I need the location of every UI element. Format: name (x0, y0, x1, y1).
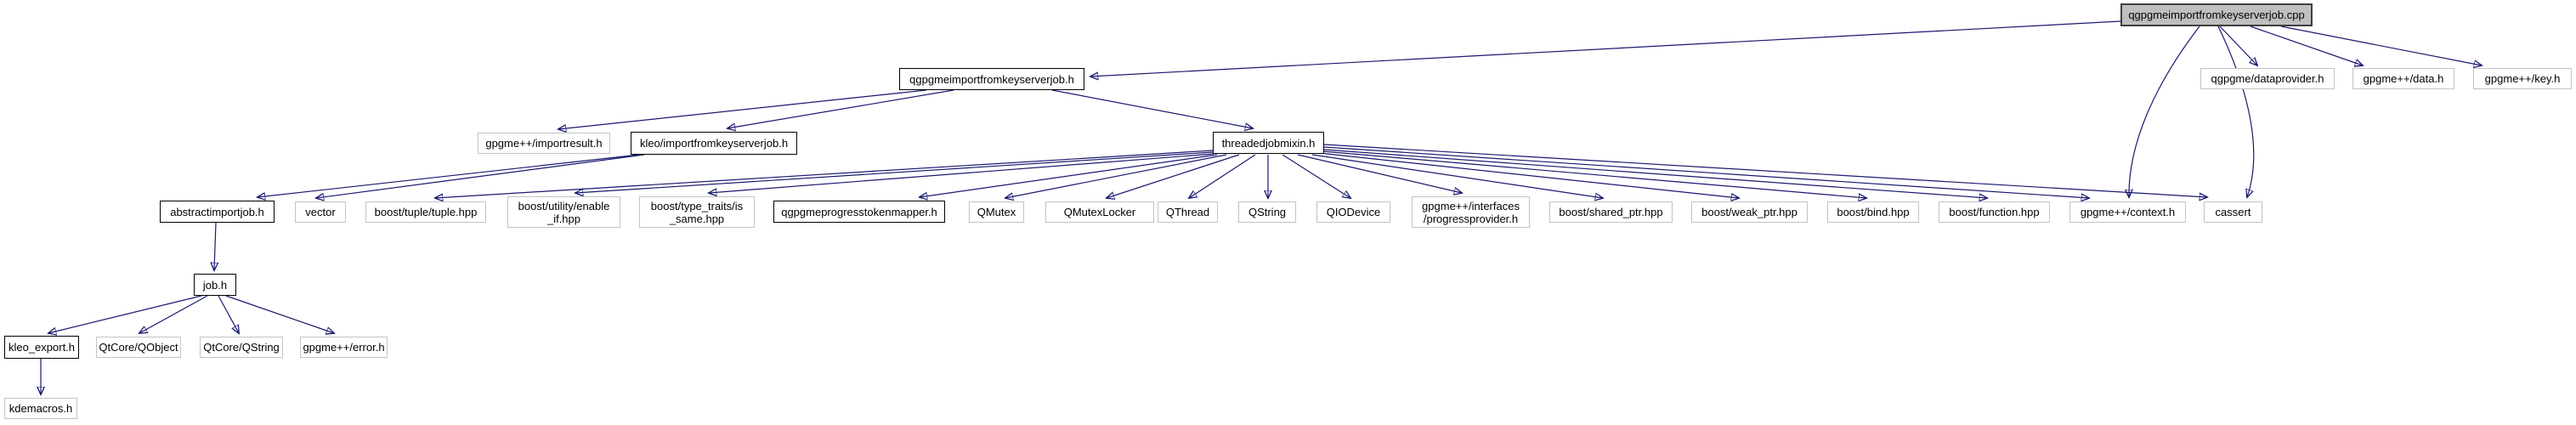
node-qmutexlocker: QMutexLocker (1045, 201, 1154, 223)
edge-threadedjobmixin-shared_ptr (1311, 154, 1603, 198)
edge-root-qimport_h (1090, 20, 2121, 76)
edge-threadedjobmixin-tuple (435, 150, 1214, 198)
edge-root-data_h (2250, 26, 2363, 65)
edge-job_h-error_h (225, 295, 334, 333)
node-gpgme-progressprovider-h: gpgme++/interfaces /progressprovider.h (1412, 196, 1530, 228)
edge-qimport_h-importresult (558, 89, 927, 129)
node-boost-function-hpp: boost/function.hpp (1939, 201, 2050, 223)
edge-threadedjobmixin-qthread (1189, 154, 1256, 198)
edge-threadedjobmixin-qmutexlocker (1107, 154, 1240, 198)
node-qthread: QThread (1158, 201, 1218, 223)
node-qmutex: QMutex (969, 201, 1024, 223)
node-cassert: cassert (2204, 201, 2262, 223)
node-vector: vector (295, 201, 346, 223)
edge-threadedjobmixin-qmutex (1005, 154, 1227, 198)
edge-threadedjobmixin-is_same (709, 153, 1214, 193)
edge-root-context (2129, 26, 2200, 197)
edge-threadedjobmixin-cassert (1323, 144, 2207, 197)
edge-threadedjobmixin-qprogress (920, 154, 1218, 197)
node-boost-shared-ptr-hpp: boost/shared_ptr.hpp (1549, 201, 1673, 223)
edge-qimport_h-kleo_import (728, 89, 954, 128)
edge-abstractimportjob-job_h (214, 222, 216, 270)
node-qgpgmeimportfromkeyserverjob-h[interactable]: qgpgmeimportfromkeyserverjob.h (899, 68, 1084, 90)
edge-threadedjobmixin-progressprovider (1297, 154, 1462, 193)
node-kdemacros-h: kdemacros.h (4, 398, 77, 419)
node-gpgme-error-h: gpgme++/error.h (300, 337, 388, 358)
node-gpgme-importresult-h: gpgme++/importresult.h (478, 133, 610, 154)
edge-job_h-qobject (139, 295, 208, 333)
node-abstractimportjob-h[interactable]: abstractimportjob.h (160, 201, 275, 223)
edge-root-dataprovider (2219, 26, 2257, 65)
node-boost-bind-hpp: boost/bind.hpp (1827, 201, 1919, 223)
edge-threadedjobmixin-qiodevice (1282, 154, 1350, 198)
node-qgpgmeprogresstokenmapper-h[interactable]: qgpgmeprogresstokenmapper.h (773, 201, 945, 223)
edge-kleo_import-abstractimportjob (258, 154, 640, 197)
node-boost-is-same-hpp: boost/type_traits/is _same.hpp (639, 196, 755, 228)
edge-kleo_import-vector (316, 154, 645, 198)
node-boost-tuple-hpp: boost/tuple/tuple.hpp (365, 201, 486, 223)
node-qiodevice: QIODevice (1316, 201, 1390, 223)
edge-job_h-kleo_export (48, 295, 202, 333)
node-gpgme-key-h: gpgme++/key.h (2473, 68, 2572, 89)
node-boost-enable-if-hpp: boost/utility/enable _if.hpp (507, 196, 620, 228)
node-gpgme-context-h: gpgme++/context.h (2069, 201, 2186, 223)
node-kleo-importfromkeyserverjob-h[interactable]: kleo/importfromkeyserverjob.h (631, 132, 797, 155)
node-kleo-export-h[interactable]: kleo_export.h (4, 336, 79, 359)
node-qgpgmeimportfromkeyserverjob-cpp: qgpgmeimportfromkeyserverjob.cpp (2120, 3, 2313, 26)
edge-root-cassert (2217, 26, 2255, 197)
node-qstring: QString (1238, 201, 1296, 223)
edge-threadedjobmixin-context (1323, 146, 2089, 198)
node-threadedjobmixin-h[interactable]: threadedjobmixin.h (1213, 132, 1324, 154)
node-qtcore-qobject: QtCore/QObject (96, 337, 181, 358)
edge-threadedjobmixin-bind (1322, 150, 1866, 198)
edge-qimport_h-threadedjobmixin (1051, 89, 1253, 128)
node-qtcore-qstring: QtCore/QString (200, 337, 283, 358)
edge-threadedjobmixin-enable_if (575, 151, 1214, 193)
edge-root-key_h (2280, 26, 2482, 65)
node-boost-weak-ptr-hpp: boost/weak_ptr.hpp (1691, 201, 1808, 223)
edge-threadedjobmixin-function (1323, 149, 1987, 198)
node-gpgme-data-h: gpgme++/data.h (2352, 68, 2454, 89)
node-qgpgme-dataprovider-h: qgpgme/dataprovider.h (2200, 68, 2335, 89)
edge-threadedjobmixin-weak_ptr (1318, 152, 1739, 198)
node-job-h[interactable]: job.h (194, 274, 236, 296)
edge-job_h-qtcore_qstring (218, 295, 239, 333)
